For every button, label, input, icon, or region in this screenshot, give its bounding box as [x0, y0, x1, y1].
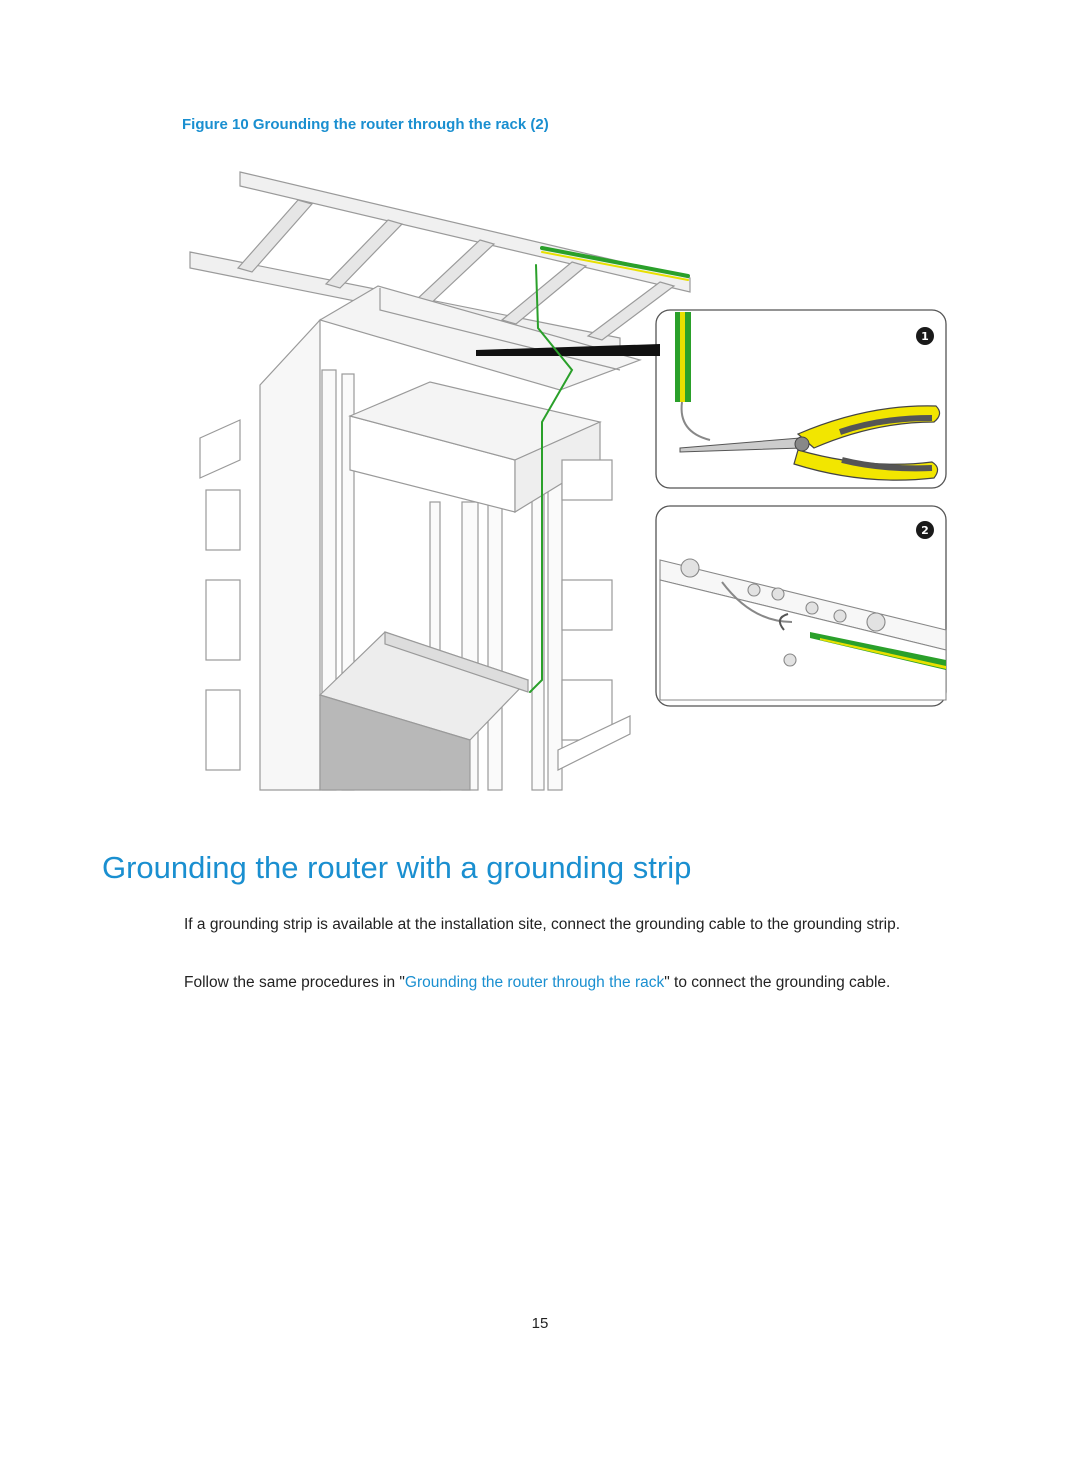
cable-ladder-rung	[412, 239, 496, 307]
callout-leader	[476, 344, 660, 356]
cable-ladder-rung	[324, 219, 404, 289]
cable-ladder-rung	[236, 199, 314, 273]
router-chassis-side	[319, 694, 471, 791]
figure-caption-label: Figure 10	[182, 116, 249, 133]
router-mounting-ear	[384, 631, 529, 693]
paragraph-follow-procedures: Follow the same procedures in "Grounding…	[184, 972, 980, 994]
cross-reference-link[interactable]: Grounding the router through the rack	[404, 974, 665, 991]
callout-number-1: 1	[921, 330, 929, 343]
figure-caption-title: Grounding the router through the rack (2…	[252, 116, 549, 133]
callout-badge-1: 1	[916, 327, 934, 345]
callout-badge-2: 2	[916, 521, 934, 539]
panel-1-content	[675, 312, 941, 481]
figure-caption: Figure 10 Grounding the router through t…	[182, 116, 549, 133]
rack-grounding-illustration: 1 2	[189, 171, 947, 791]
page-number: 15	[531, 1315, 549, 1332]
paragraph-text-before-link: Follow the same procedures in "	[184, 974, 405, 991]
cable-ladder-rail-top	[239, 171, 691, 293]
paragraph-grounding-strip: If a grounding strip is available at the…	[184, 916, 901, 933]
panel-2-content	[659, 558, 947, 701]
pliers-icon	[679, 405, 941, 481]
cable-bracket	[199, 419, 241, 479]
paragraph-text-after-link: " to connect the grounding cable.	[664, 974, 891, 991]
cable-ladder-rung	[500, 261, 588, 325]
rack-top	[318, 285, 642, 391]
section-heading: Grounding the router with a grounding st…	[102, 850, 692, 885]
rack-left-side-panel	[259, 318, 321, 791]
cable-ladder-rung	[586, 281, 676, 341]
grounding-cable	[529, 246, 690, 693]
callout-number-2: 2	[921, 524, 929, 537]
